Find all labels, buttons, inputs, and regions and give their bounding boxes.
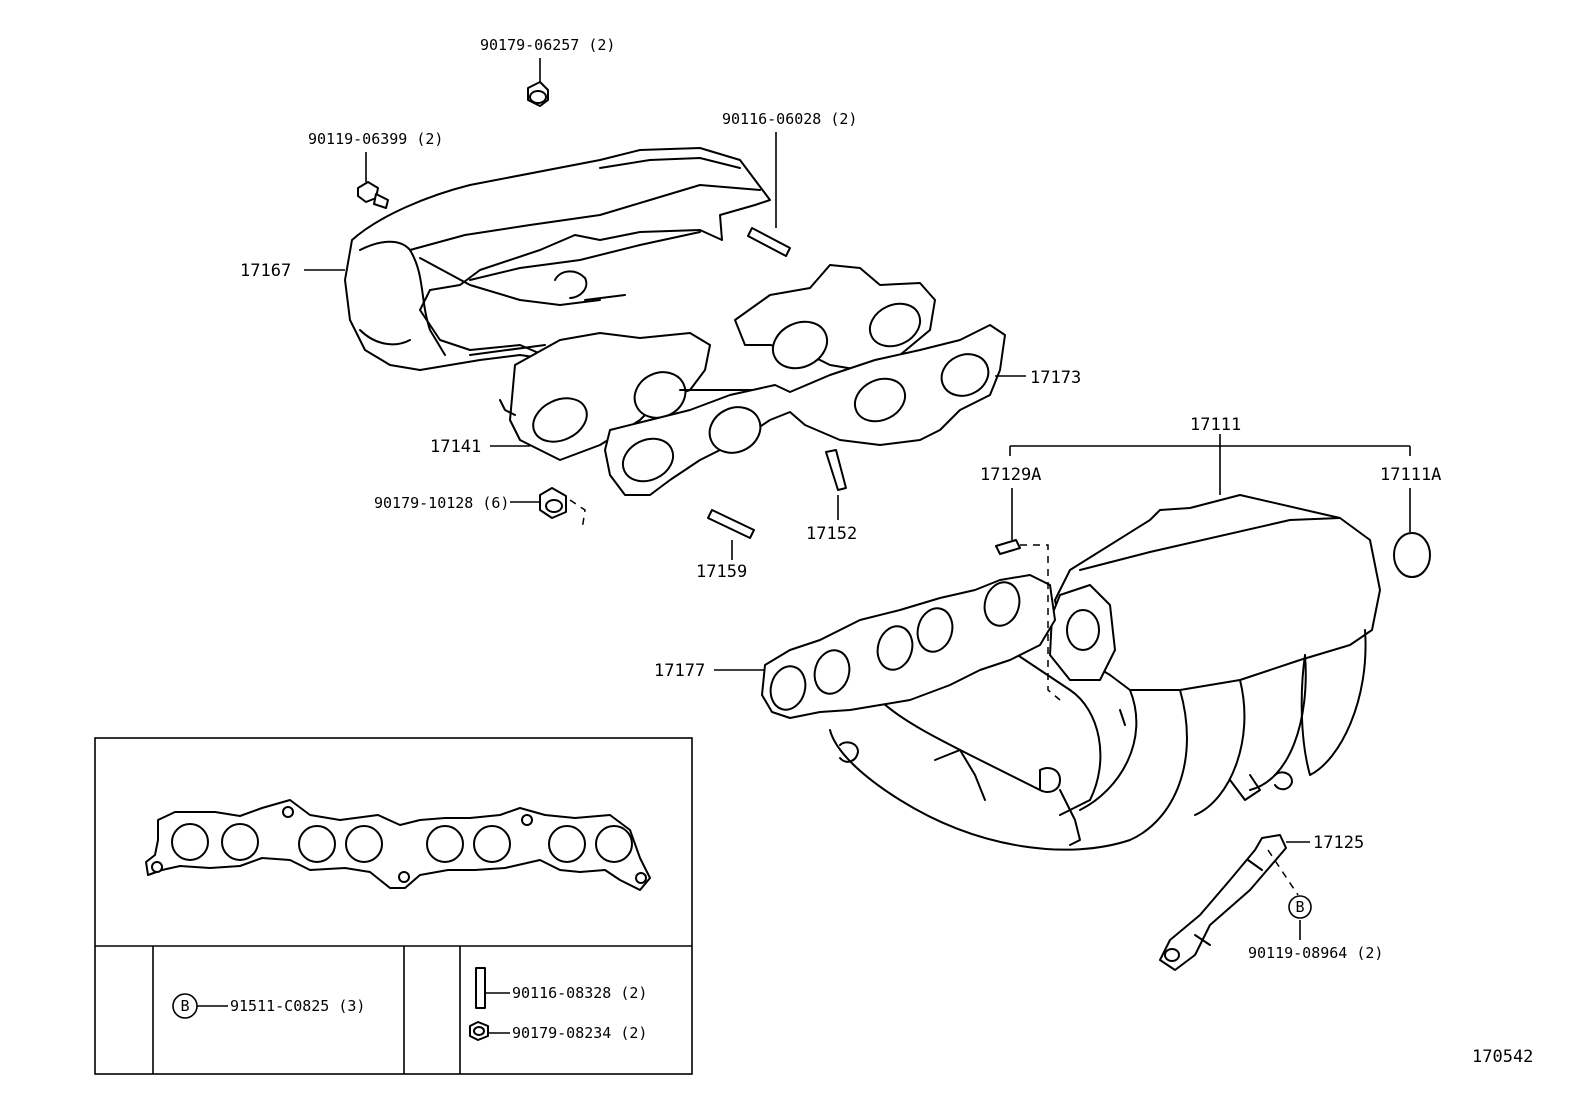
label-stud-lower-b: 17152 bbox=[806, 524, 857, 544]
stay-17125[interactable] bbox=[1159, 834, 1287, 971]
inset-box: B 91511-C0825 (3) 90116-08328 (2) 90179-… bbox=[94, 737, 693, 1075]
label-bolt-shield: 90119-06399 (2) bbox=[308, 130, 443, 148]
leader-lines bbox=[304, 58, 1411, 940]
dashed-guides bbox=[569, 499, 1299, 896]
inset-label-nut: 90179-08234 (2) bbox=[512, 1024, 647, 1042]
inset-gasket[interactable] bbox=[145, 799, 651, 891]
stud-lower-a[interactable] bbox=[707, 509, 755, 539]
stud-lower-b[interactable] bbox=[825, 449, 847, 491]
inset-nut[interactable] bbox=[469, 1021, 489, 1041]
marker-b-circle: B bbox=[1288, 895, 1312, 919]
intake-manifold-17111[interactable] bbox=[829, 494, 1381, 851]
pin-17129a[interactable] bbox=[995, 539, 1021, 555]
label-gasket-lower: 17177 bbox=[654, 661, 705, 681]
heat-insulator-17167[interactable] bbox=[344, 147, 771, 371]
label-intake-manifold: 17111 bbox=[1190, 415, 1241, 435]
label-stud-lower-a: 17159 bbox=[696, 562, 747, 582]
label-stay: 17125 bbox=[1313, 833, 1364, 853]
bolt-shield[interactable] bbox=[357, 181, 389, 209]
nut-top[interactable] bbox=[527, 81, 549, 107]
exhaust-manifold-17141[interactable] bbox=[499, 264, 936, 461]
gasket-17177[interactable] bbox=[761, 574, 1056, 719]
gasket-17173[interactable] bbox=[604, 324, 1006, 496]
label-plug: 17111A bbox=[1380, 465, 1441, 485]
marker-b-text: B bbox=[1295, 898, 1304, 916]
label-gasket-upper: 17173 bbox=[1030, 368, 1081, 388]
label-stud-top: 90116-06028 (2) bbox=[722, 110, 857, 128]
inset-label-stud: 90116-08328 (2) bbox=[512, 984, 647, 1002]
label-exhaust-manifold: 17141 bbox=[430, 437, 481, 457]
inset-stud[interactable] bbox=[475, 967, 486, 1009]
nut-manifold[interactable] bbox=[539, 487, 567, 519]
label-pin: 17129A bbox=[980, 465, 1041, 485]
label-nut-top: 90179-06257 (2) bbox=[480, 36, 615, 54]
stud-top[interactable] bbox=[747, 227, 791, 257]
diagram-id: 170542 bbox=[1472, 1047, 1533, 1067]
label-bolt-stay: 90119-08964 (2) bbox=[1248, 944, 1383, 962]
inset-label-bolt-b: 91511-C0825 (3) bbox=[230, 997, 365, 1015]
label-nut-manifold: 90179-10128 (6) bbox=[374, 494, 509, 512]
inset-marker-b-text: B bbox=[180, 997, 189, 1015]
label-heat-insulator: 17167 bbox=[240, 261, 291, 281]
plug-17111a[interactable] bbox=[1393, 532, 1431, 578]
